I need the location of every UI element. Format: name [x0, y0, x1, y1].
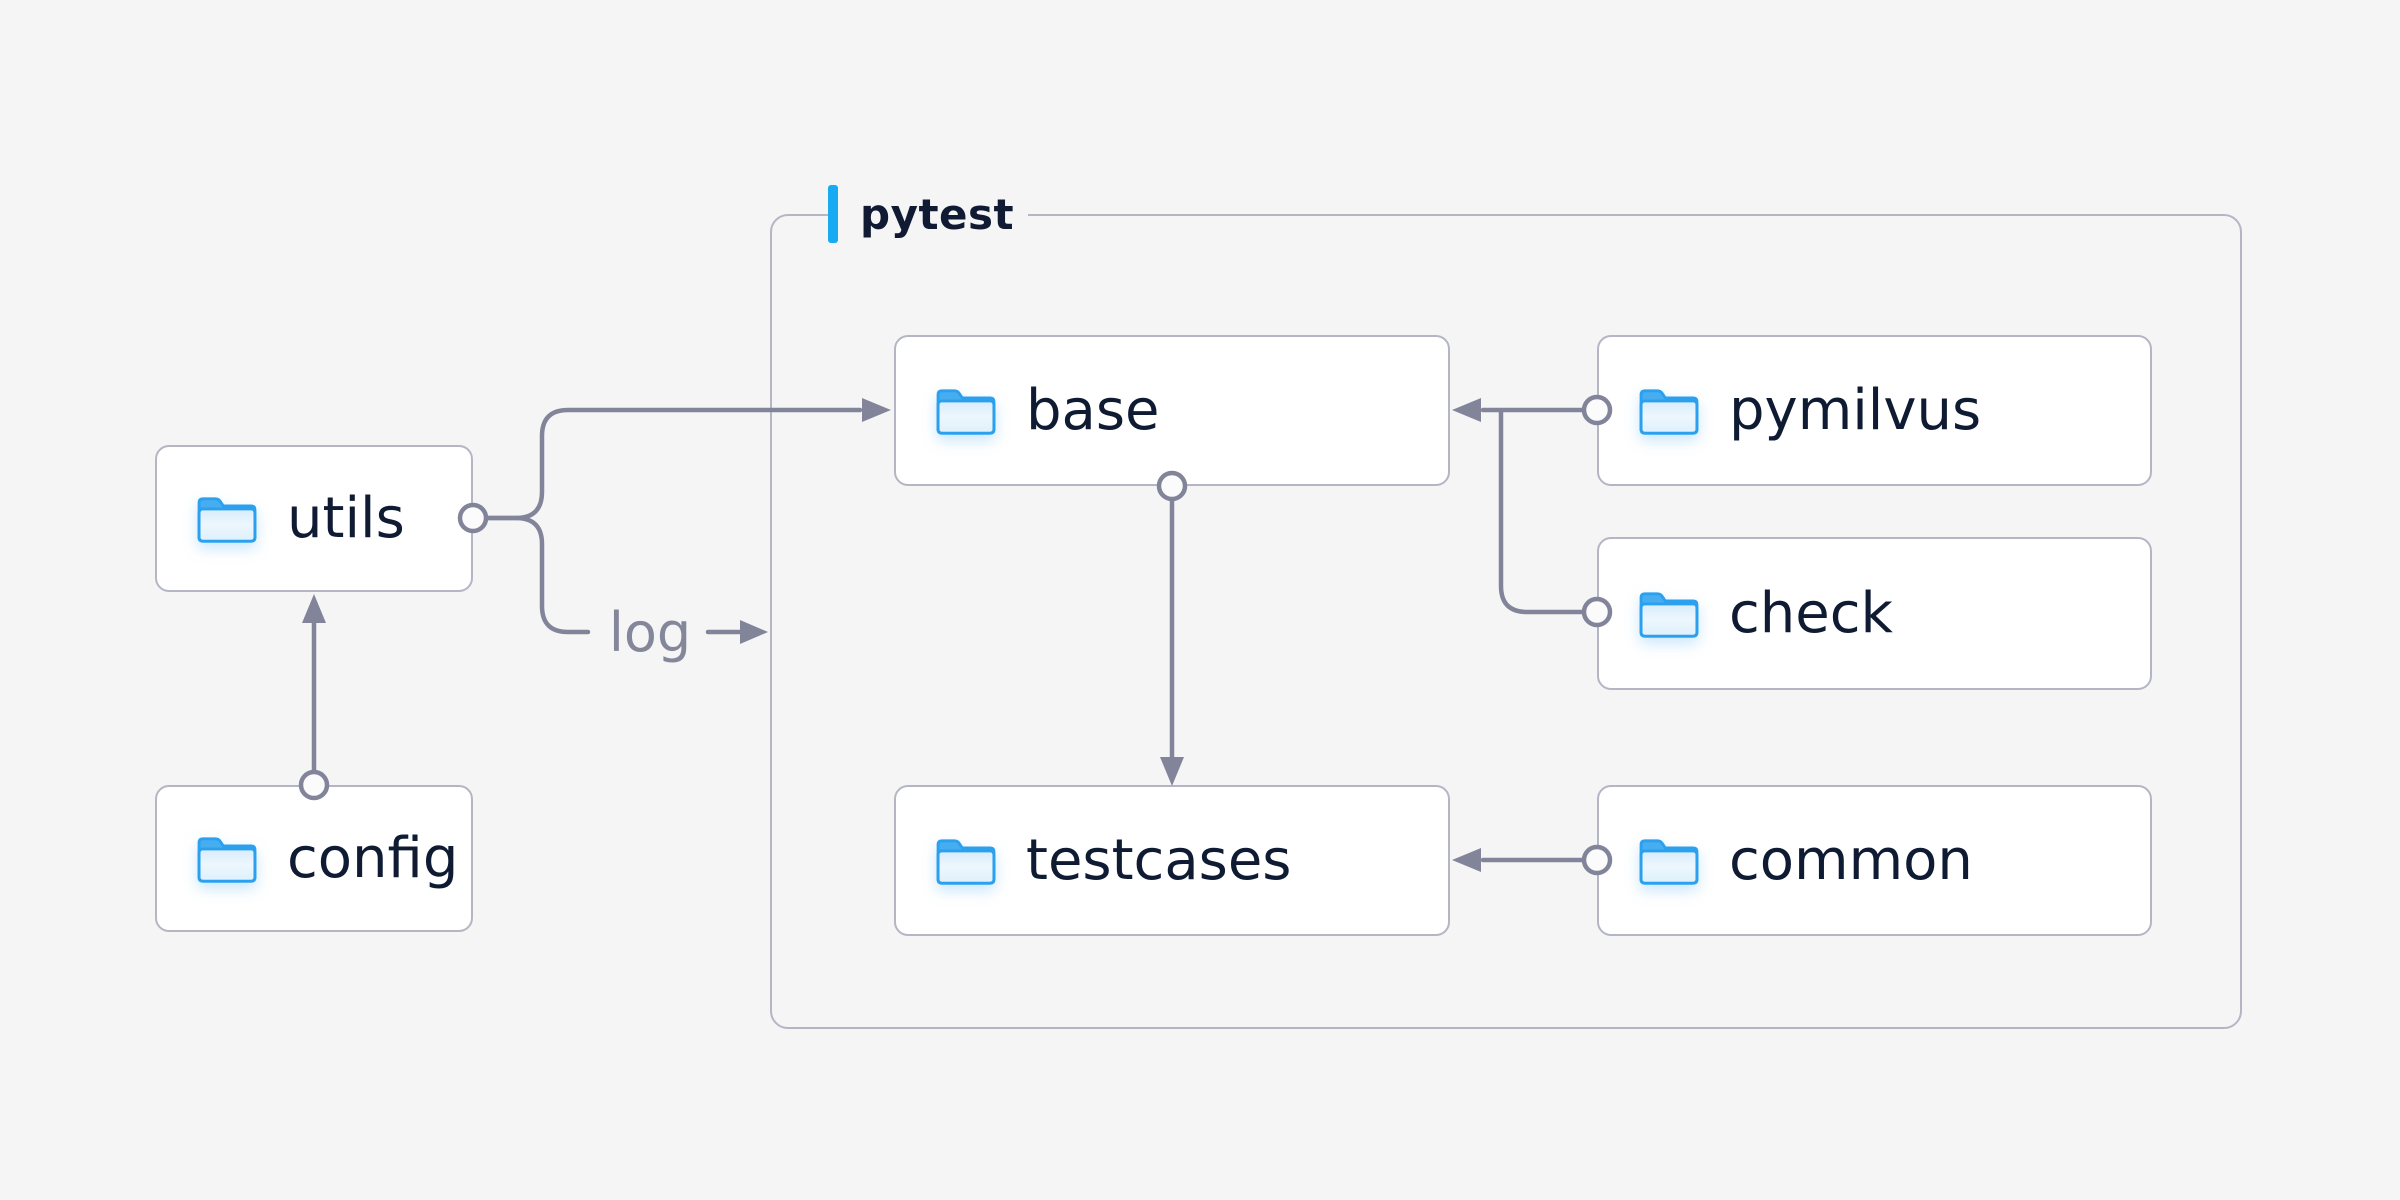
folder-icon — [197, 496, 257, 543]
node-label: base — [1026, 378, 1160, 443]
pytest-container — [770, 214, 2242, 1029]
folder-icon — [936, 838, 996, 885]
node-pymilvus: pymilvus — [1597, 335, 2152, 486]
folder-icon — [1639, 591, 1699, 638]
edge-utils-log — [484, 515, 591, 635]
node-label: config — [287, 826, 459, 891]
node-label: utils — [287, 486, 405, 551]
edge-label-log: log — [608, 600, 692, 664]
folder-icon — [1639, 388, 1699, 435]
arrowhead-up — [302, 594, 326, 623]
node-utils: utils — [155, 445, 473, 592]
node-common: common — [1597, 785, 2152, 936]
folder-icon — [1639, 838, 1699, 885]
edge-config-utils — [298, 594, 330, 801]
node-testcases: testcases — [894, 785, 1450, 936]
pytest-label-text: pytest — [860, 189, 1015, 239]
edge-log-into-container — [705, 620, 768, 644]
folder-icon — [936, 388, 996, 435]
pytest-label: pytest — [828, 183, 1029, 245]
node-label: common — [1729, 828, 1973, 893]
node-label: check — [1729, 581, 1893, 646]
pytest-accent-bar — [828, 185, 838, 243]
node-check: check — [1597, 537, 2152, 690]
node-label: testcases — [1026, 828, 1292, 893]
node-base: base — [894, 335, 1450, 486]
arrowhead-right — [740, 620, 768, 644]
folder-icon — [197, 836, 257, 883]
node-config: config — [155, 785, 473, 932]
node-label: pymilvus — [1729, 378, 1982, 443]
